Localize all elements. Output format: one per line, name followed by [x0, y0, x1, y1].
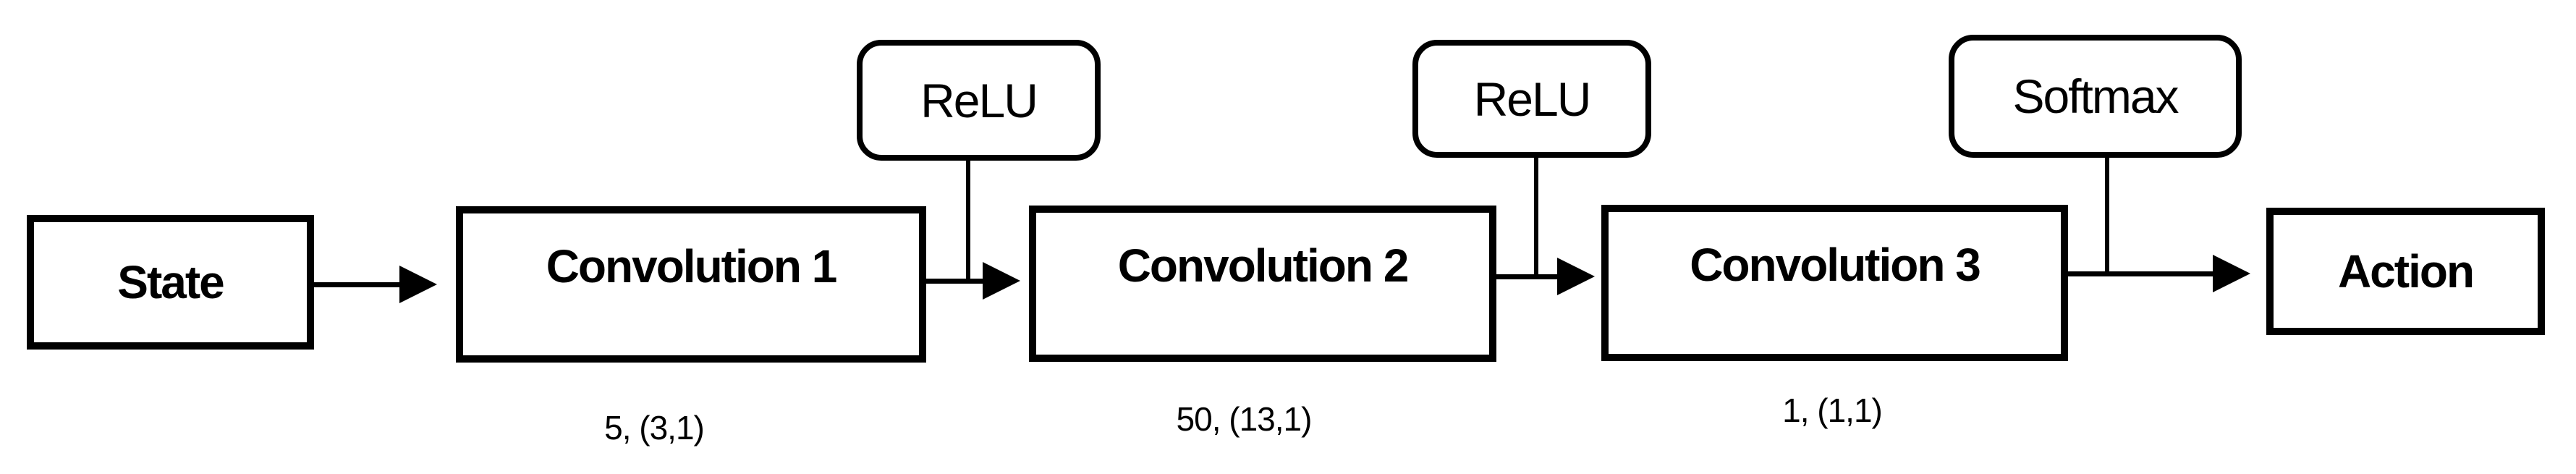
convolution3-label: Convolution 3: [1690, 239, 1981, 291]
softmax-connector-line: [2105, 155, 2109, 276]
softmax-label: Softmax: [2012, 69, 2179, 123]
relu1-connector-line: [966, 158, 970, 284]
action-node: Action: [2266, 208, 2545, 335]
relu2-connector-line: [1534, 155, 1538, 279]
arrowhead-icon: [983, 262, 1020, 300]
convolution1-node: Convolution 1: [456, 206, 926, 363]
conv2-params-label: 50, (13,1): [1176, 400, 1313, 438]
convolution2-node: Convolution 2: [1029, 206, 1496, 362]
convolution2-label: Convolution 2: [1117, 240, 1410, 292]
arrow-state-to-conv1-line: [311, 282, 405, 287]
relu2-label: ReLU: [1473, 72, 1592, 126]
conv3-params-label: 1, (1,1): [1782, 392, 1883, 429]
softmax-activation-node: Softmax: [1949, 35, 2242, 158]
arrowhead-icon: [2213, 255, 2250, 292]
arrow-conv1-to-conv2-line: [923, 279, 986, 284]
relu1-label: ReLU: [920, 73, 1038, 127]
state-node: State: [27, 215, 314, 350]
action-label: Action: [2337, 245, 2475, 297]
arrow-conv3-to-action-line: [2065, 271, 2216, 276]
relu1-activation-node: ReLU: [857, 40, 1101, 161]
conv1-params-label: 5, (3,1): [604, 409, 705, 447]
arrowhead-icon: [399, 266, 437, 303]
state-label: State: [117, 256, 224, 308]
relu2-activation-node: ReLU: [1412, 40, 1651, 158]
convolution3-node: Convolution 3: [1601, 205, 2068, 361]
arrow-conv2-to-conv3-line: [1494, 274, 1560, 279]
arrowhead-icon: [1557, 258, 1595, 295]
convolution1-label: Convolution 1: [546, 240, 838, 292]
